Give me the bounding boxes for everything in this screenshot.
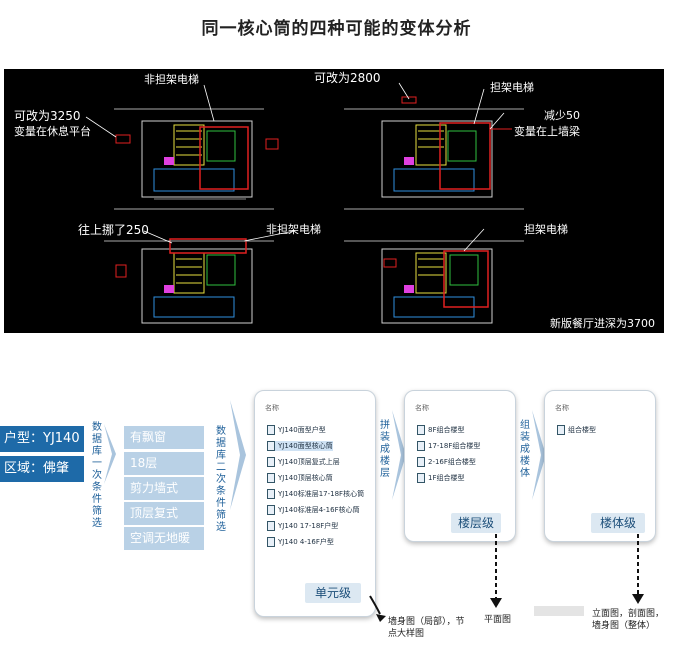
unit-file-item[interactable]: YJ140标准层17-18F核心筒 (267, 489, 364, 499)
unit-file-item[interactable]: YJ140 4-16F户型 (267, 537, 334, 547)
arrow-chevron-3 (392, 410, 406, 500)
file-icon (417, 473, 425, 483)
condition-top-duplex: 顶层复式 (124, 502, 204, 525)
assembly-flow-diagram: 户型：YJ140 区域：佛肇 数据库一次条件筛选 有飘窗 18层 剪力墙式 顶层… (0, 370, 673, 653)
file-icon (267, 441, 275, 451)
unit-caption: 墙身图（局部），节点大样图 (388, 617, 465, 639)
leader-lines (85, 82, 505, 252)
floor-file-item[interactable]: 2-16F组合楼型 (417, 457, 476, 467)
unit-type-tag: 户型：YJ140 (0, 426, 84, 452)
building-file-item[interactable]: 组合楼型 (557, 425, 596, 435)
file-icon (267, 473, 275, 483)
annotation-variable-at-wall-beam: 变量在上墙梁 (514, 125, 580, 138)
core-plan-top-right (344, 96, 524, 210)
page-title: 同一核心筒的四种可能的变体分析 (201, 19, 472, 39)
annotation-moved-up-250: 往上挪了250 (78, 223, 149, 237)
unit-panel-header: 名称 (265, 404, 279, 412)
file-icon (417, 457, 425, 467)
unit-file-item[interactable]: YJ140 17-18F户型 (267, 521, 338, 531)
core-plan-bottom-right (344, 240, 524, 324)
unit-file-item[interactable]: YJ140面型核心筒 (267, 441, 333, 451)
floor-level-panel: 名称 8F组合楼型 17-18F组合楼型 2-16F组合楼型 1F组合楼型 楼层… (404, 390, 516, 542)
unit-file-item[interactable]: YJ140顶层核心筒 (267, 473, 333, 483)
unit-file-item[interactable]: YJ140顶层复式上层 (267, 457, 340, 467)
first-filter-label: 数据库一次条件筛选 (92, 422, 102, 529)
condition-ac-no-floor-heating: 空调无地暖 (124, 527, 204, 550)
file-icon (267, 425, 275, 435)
cad-plans (85, 82, 524, 324)
building-caption: 立面图，剖面图，墙身图（整体） (592, 609, 665, 631)
core-plan-top-left (114, 108, 279, 210)
cad-drawing-panel: 非担架电梯 可改为2800 担架电梯 可改为3250 变量在休息平台 减少50 … (4, 69, 664, 333)
file-icon (417, 425, 425, 435)
building-level-panel: 名称 组合楼型 楼体级 (544, 390, 656, 542)
annotation-non-stretcher-elevator-bottom: 非担架电梯 (266, 223, 321, 236)
file-icon (267, 537, 275, 547)
annotation-stretcher-elevator-top: 担架电梯 (490, 81, 534, 94)
file-icon (557, 425, 565, 435)
file-icon (267, 521, 275, 531)
annotation-change-to-3250: 可改为3250 (14, 109, 81, 123)
region-tag: 区域：佛肇 (0, 456, 84, 482)
file-icon (267, 505, 275, 515)
annotation-stretcher-elevator-bottom: 担架电梯 (524, 223, 568, 236)
condition-bay-window: 有飘窗 (124, 426, 204, 449)
unit-file-item[interactable]: YJ140标准层4-16F核心筒 (267, 505, 360, 515)
floor-file-item[interactable]: 1F组合楼型 (417, 473, 464, 483)
core-plan-bottom-left (104, 238, 274, 324)
annotation-new-dining-depth-3700: 新版餐厅进深为3700 (550, 317, 655, 330)
condition-shear-wall: 剪力墙式 (124, 477, 204, 500)
floor-panel-header: 名称 (415, 404, 429, 412)
assemble-building-label: 组装成楼体 (520, 420, 530, 479)
condition-18-floors: 18层 (124, 452, 204, 475)
unit-level-label: 单元级 (305, 583, 361, 603)
annotation-change-to-2800: 可改为2800 (314, 71, 381, 85)
file-icon (417, 441, 425, 451)
building-level-label: 楼体级 (591, 513, 645, 533)
arrow-chevron-2 (230, 400, 246, 510)
unit-file-item[interactable]: YJ140面型户型 (267, 425, 326, 435)
annotation-variable-at-landing: 变量在休息平台 (14, 125, 91, 138)
arrow-chevron-1 (104, 424, 116, 484)
assemble-floor-label: 拼装成楼层 (380, 420, 390, 479)
building-panel-header: 名称 (555, 404, 569, 412)
second-filter-label: 数据库二次条件筛选 (216, 426, 226, 533)
unit-level-panel: 名称 YJ140面型户型 YJ140面型核心筒 YJ140顶层复式上层 YJ14… (254, 390, 376, 617)
annotation-reduce-50: 减少50 (544, 109, 580, 122)
arrow-chevron-4 (532, 410, 546, 500)
floor-file-item[interactable]: 8F组合楼型 (417, 425, 464, 435)
annotation-non-stretcher-elevator-top: 非担架电梯 (144, 73, 199, 86)
floor-level-label: 楼层级 (451, 513, 501, 533)
floor-file-item[interactable]: 17-18F组合楼型 (417, 441, 480, 451)
connector-arrows (369, 534, 644, 622)
watermark-blur (534, 606, 584, 616)
floor-caption: 平面图 (484, 615, 512, 625)
file-icon (267, 489, 275, 499)
file-icon (267, 457, 275, 467)
